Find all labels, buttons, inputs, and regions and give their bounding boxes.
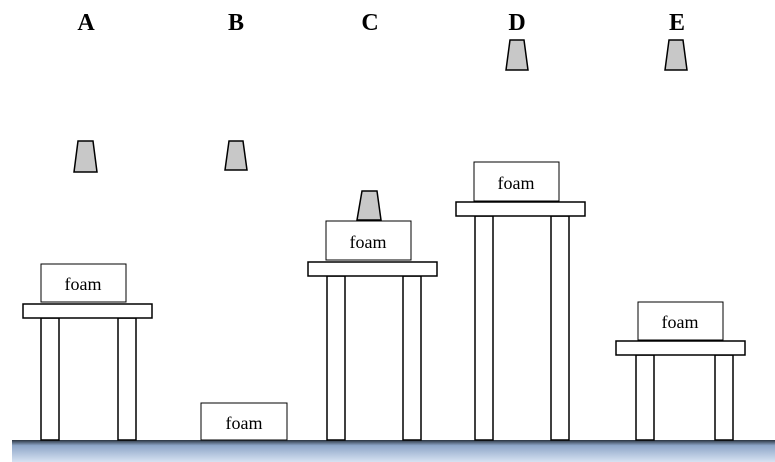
setup-d: D foam <box>455 10 586 441</box>
foam-label-a: foam <box>65 274 102 294</box>
setup-label-b: B <box>228 10 244 36</box>
setup-c: C foam <box>307 10 438 441</box>
foam-block-d <box>473 161 560 202</box>
setup-label-d: D <box>508 10 525 36</box>
table-leg-a-left <box>40 317 60 441</box>
floor <box>12 440 775 462</box>
table-leg-e-right <box>714 354 734 441</box>
setup-a: A foam <box>22 10 153 441</box>
setup-label-a: A <box>77 10 95 36</box>
weight-c <box>356 190 382 221</box>
table-top-d <box>455 201 586 217</box>
table-leg-c-left <box>326 275 346 441</box>
foam-label-b: foam <box>226 413 263 433</box>
weight-d <box>505 39 529 71</box>
table-top-c <box>307 261 438 277</box>
weight-a <box>73 140 98 173</box>
setup-label-c: C <box>361 10 378 36</box>
setup-b: B foam <box>200 10 288 441</box>
foam-label-d: foam <box>498 173 535 193</box>
table-leg-d-right <box>550 215 570 441</box>
foam-label-c: foam <box>350 232 387 252</box>
weight-b <box>224 140 248 171</box>
weight-e <box>664 39 688 71</box>
foam-block-b <box>200 402 288 441</box>
foam-block-c <box>325 220 412 261</box>
table-leg-c-right <box>402 275 422 441</box>
table-leg-d-left <box>474 215 494 441</box>
table-top-e <box>615 340 746 356</box>
table-leg-e-left <box>635 354 655 441</box>
table-leg-a-right <box>117 317 137 441</box>
foam-label-e: foam <box>662 312 699 332</box>
table-top-a <box>22 303 153 319</box>
setup-e: E foam <box>615 10 746 441</box>
setup-label-e: E <box>669 10 685 36</box>
foam-block-a <box>40 263 127 303</box>
foam-block-e <box>637 301 724 341</box>
